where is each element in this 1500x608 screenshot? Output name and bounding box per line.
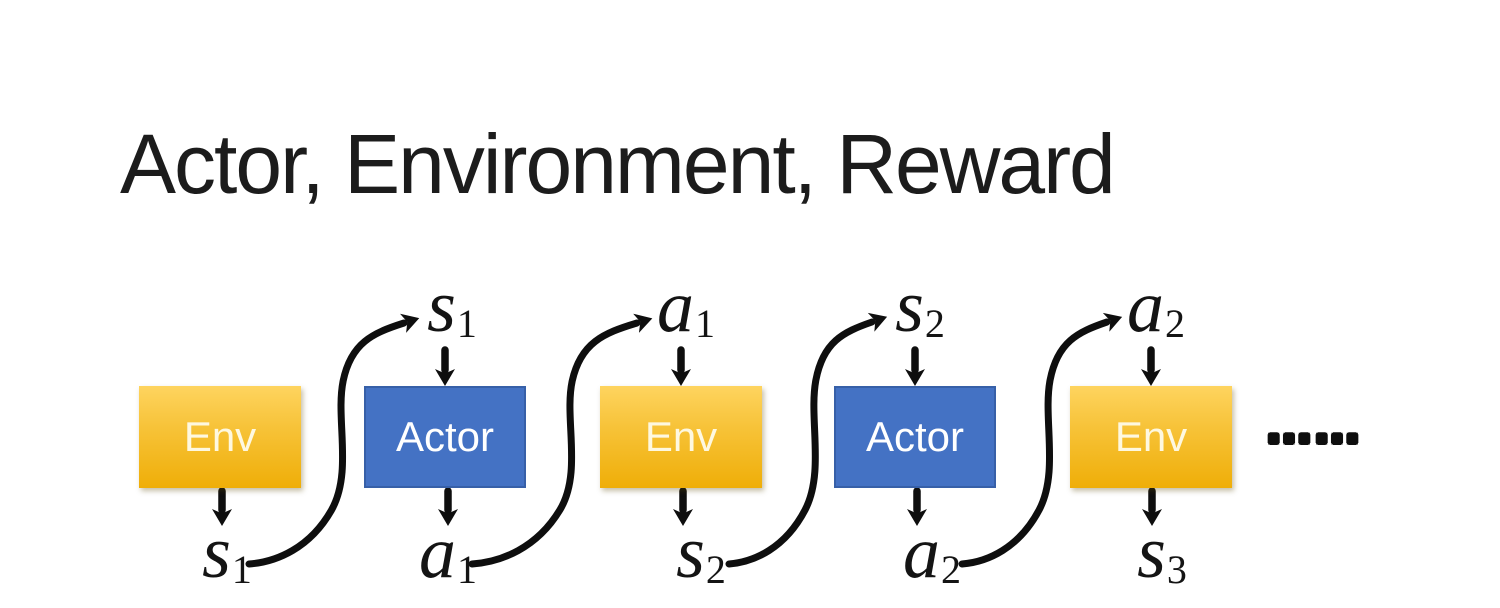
top-label-s1: s1	[372, 270, 532, 344]
label-sub: 1	[695, 301, 715, 346]
actor-box-2: Actor	[834, 386, 996, 488]
actor-box-1: Actor	[364, 386, 526, 488]
env-box-2: Env	[600, 386, 762, 488]
label-sub: 2	[705, 547, 726, 592]
env-box-1: Env	[139, 386, 301, 488]
label-sub: 1	[456, 301, 477, 346]
top-label-a2: a2	[1076, 270, 1236, 344]
bottom-label-a1: a1	[368, 516, 528, 590]
env-box-3: Env	[1070, 386, 1232, 488]
label-sub: 2	[924, 301, 945, 346]
label-sub: 2	[1165, 301, 1185, 346]
label-base: s	[1137, 512, 1166, 594]
label-base: a	[1127, 266, 1164, 348]
label-base: a	[657, 266, 694, 348]
box-label: Actor	[865, 413, 965, 460]
box-label: Env	[644, 413, 718, 460]
ellipsis: ……	[1266, 400, 1362, 454]
top-label-a1: a1	[606, 270, 766, 344]
label-sub: 1	[231, 547, 252, 592]
label-base: s	[676, 512, 705, 594]
bottom-label-s1: s1	[147, 516, 307, 590]
slide-title: Actor, Environment, Reward	[120, 117, 1116, 211]
label-base: a	[419, 512, 456, 594]
box-label: Env	[1114, 413, 1188, 460]
label-sub: 1	[457, 547, 477, 592]
bottom-label-s3: s3	[1082, 516, 1242, 590]
label-base: s	[202, 512, 231, 594]
top-label-s2: s2	[840, 270, 1000, 344]
bottom-label-a2: a2	[852, 516, 1012, 590]
bottom-label-s2: s2	[621, 516, 781, 590]
label-base: s	[427, 266, 456, 348]
label-sub: 3	[1166, 547, 1187, 592]
label-base: a	[903, 512, 940, 594]
label-sub: 2	[941, 547, 961, 592]
box-label: Env	[183, 413, 257, 460]
label-base: s	[895, 266, 924, 348]
box-label: Actor	[395, 413, 495, 460]
